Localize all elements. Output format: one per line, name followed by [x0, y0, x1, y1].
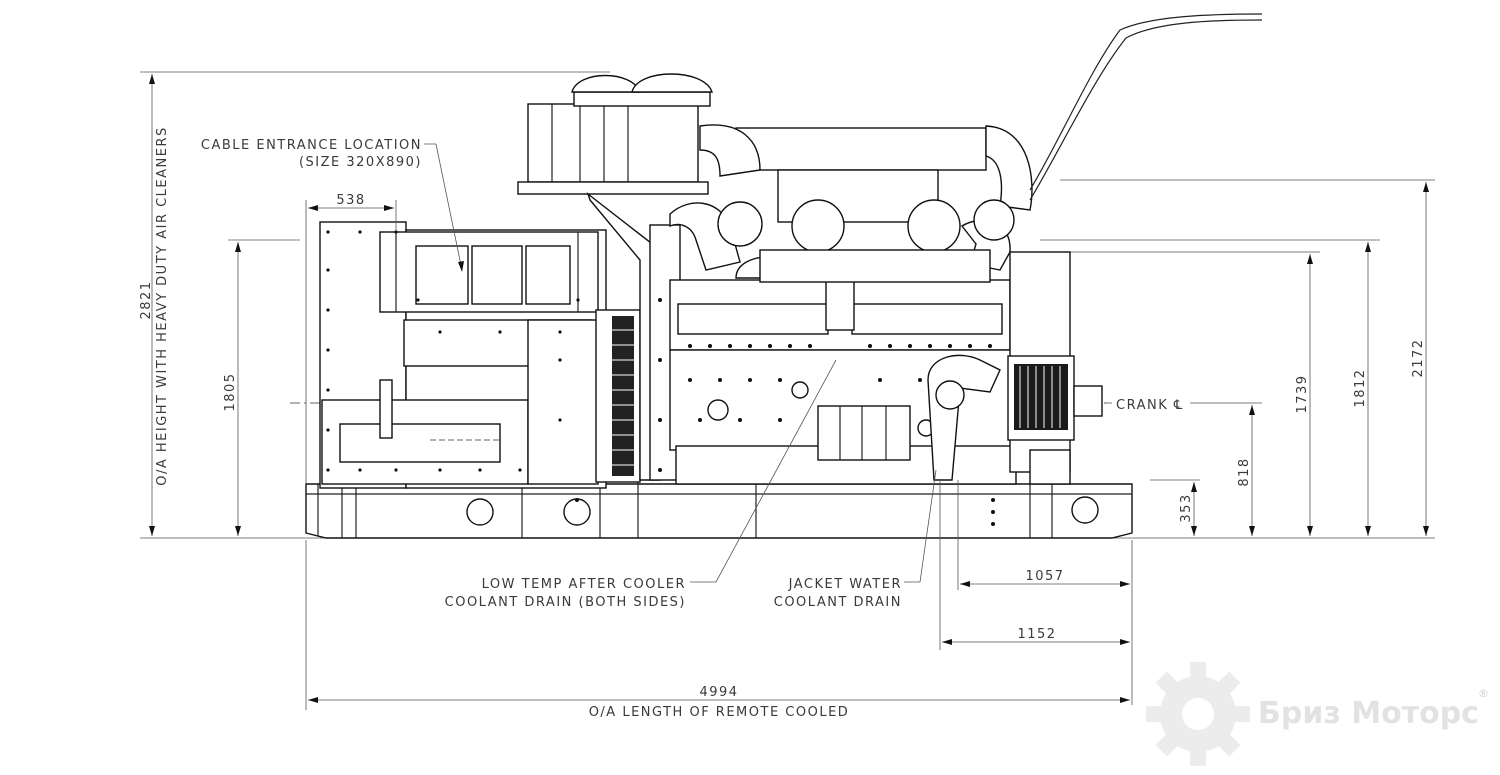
dim-lt-drain-offset: 1152	[1017, 627, 1056, 642]
low-temp-drain-sub: COOLANT DRAIN (BOTH SIDES)	[445, 595, 686, 610]
watermark-text: Бриз Моторс	[1258, 696, 1479, 731]
leader-lines	[424, 143, 1112, 583]
overall-length-caption: O/A LENGTH OF REMOTE COOLED	[589, 705, 850, 720]
jacket-water-sub: COOLANT DRAIN	[774, 595, 902, 610]
jacket-water-label: JACKET WATER	[788, 577, 902, 592]
base-frame	[305, 480, 1133, 539]
dim-alternator-height: 1805	[223, 372, 238, 411]
gear-icon	[1146, 662, 1250, 766]
dim-height-1812: 1812	[1353, 368, 1368, 407]
dim-base-height: 353	[1179, 493, 1194, 522]
dimension-lines	[149, 74, 1429, 710]
crank-centerline-label: CRANK ℄	[1116, 398, 1184, 413]
turbo-piping	[669, 124, 1033, 283]
front-end	[927, 13, 1263, 485]
dim-alternator-width: 538	[336, 193, 365, 208]
dim-height-2172: 2172	[1411, 338, 1426, 377]
brand-watermark: Бриз Моторс ®	[1146, 662, 1489, 766]
dim-overall-length: 4994	[699, 685, 738, 700]
cable-entrance-size: (SIZE 320X890)	[299, 155, 422, 170]
dim-overall-height: 2821	[139, 280, 154, 319]
overall-height-caption: O/A HEIGHT WITH HEAVY DUTY AIR CLEANERS	[155, 126, 170, 486]
low-temp-drain-label: LOW TEMP AFTER COOLER	[482, 577, 686, 592]
cable-entrance-label: CABLE ENTRANCE LOCATION	[201, 138, 422, 153]
dim-height-1739: 1739	[1295, 374, 1310, 413]
dim-jacket-drain-offset: 1057	[1025, 569, 1064, 584]
dim-crank-height: 818	[1237, 457, 1252, 486]
alternator	[319, 221, 641, 489]
registered-mark: ®	[1478, 687, 1489, 700]
